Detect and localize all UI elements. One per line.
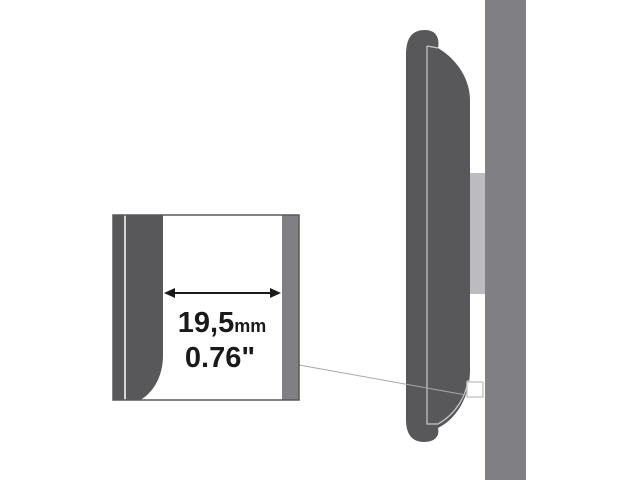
imperial-measurement: 0.76" bbox=[185, 342, 255, 374]
mount-bracket bbox=[470, 173, 485, 294]
dimension-arrow bbox=[164, 288, 281, 298]
detail-marker bbox=[466, 381, 484, 398]
leader-line bbox=[298, 364, 467, 396]
metric-value: 19,5 bbox=[178, 307, 234, 339]
inset-wall bbox=[282, 215, 299, 400]
metric-unit: mm bbox=[234, 316, 266, 336]
inset-tv-edge bbox=[113, 215, 163, 400]
detail-inset: 19,5mm 0.76" bbox=[112, 214, 300, 401]
tv-body bbox=[406, 30, 470, 442]
wall bbox=[485, 0, 526, 480]
metric-measurement: 19,5mm bbox=[178, 307, 266, 339]
